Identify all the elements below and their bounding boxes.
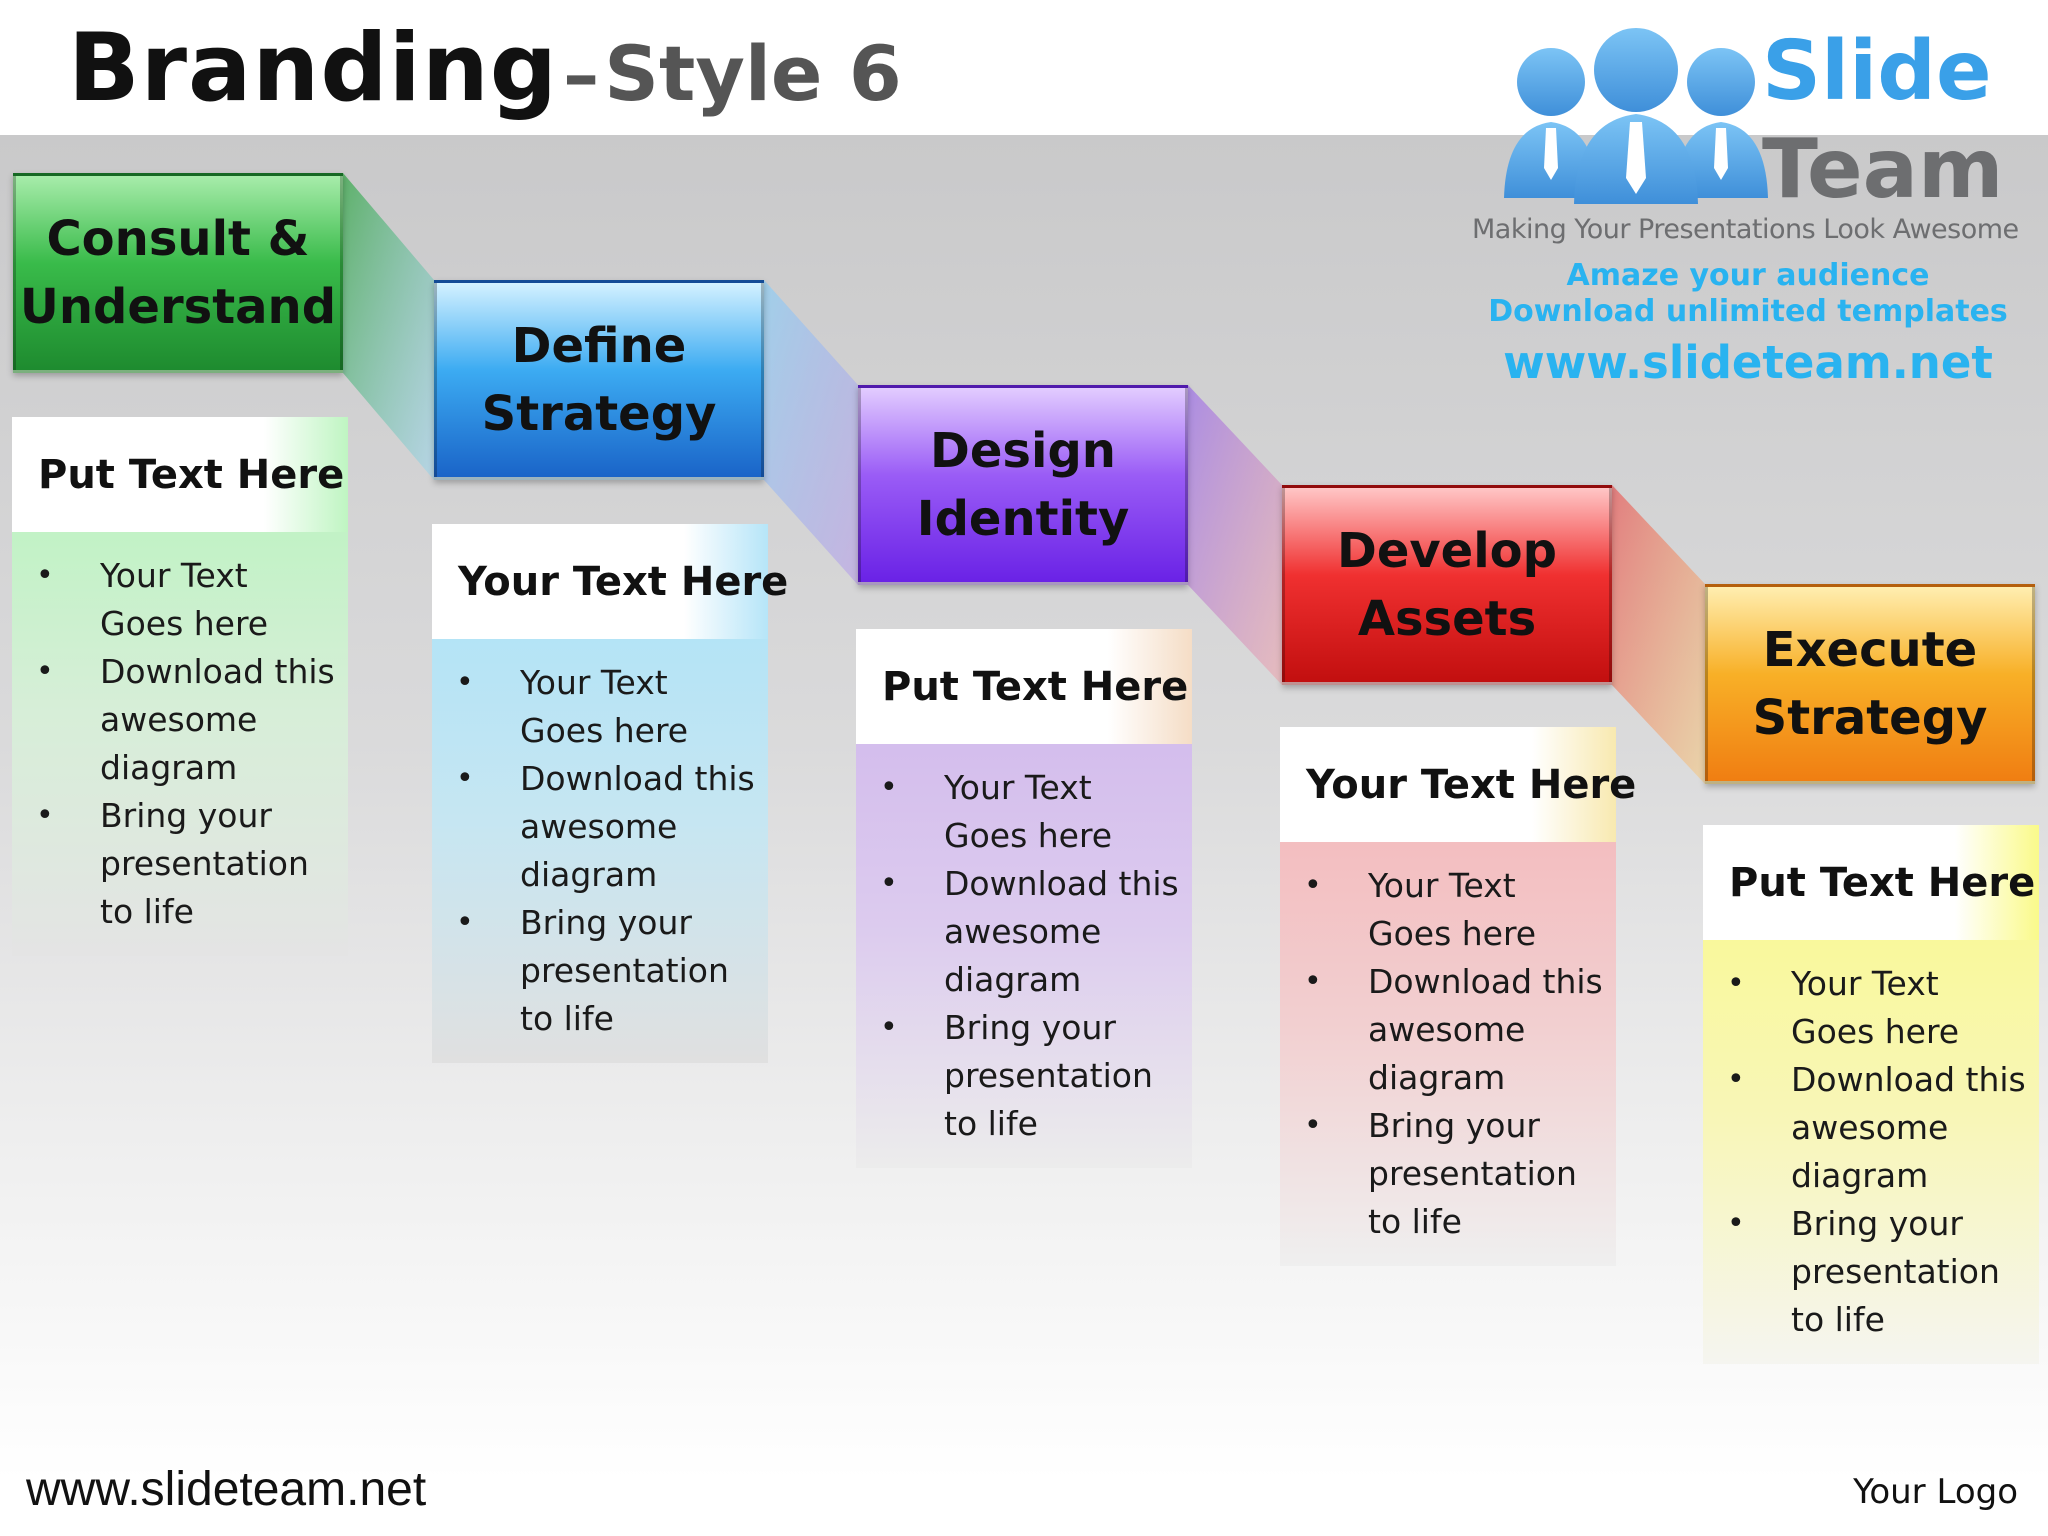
step-develop-assets: Develop Assets [1282, 485, 1612, 685]
connector-3-4 [1188, 385, 1282, 685]
connector-1-2 [343, 173, 434, 480]
list-item: Download this awesome diagram [1703, 1056, 2029, 1200]
list-item: Your Text Goes here [432, 659, 758, 755]
list-item: Bring your presentation to life [856, 1004, 1182, 1148]
logo-promo-1: Amaze your audience [1566, 258, 1930, 293]
logo-promo-2: Download unlimited templates [1488, 294, 2008, 329]
step-execute-strategy: Execute Strategy [1705, 584, 2035, 784]
page-title: Branding – Style 6 [68, 14, 902, 123]
step-define-strategy: Define Strategy [434, 280, 764, 480]
list-item: Bring your presentation to life [1280, 1102, 1606, 1246]
step-consult-understand: Consult & Understand [13, 173, 343, 373]
card-heading: Your Text Here [1280, 727, 1636, 842]
logo-word-team: Team [1762, 122, 2004, 217]
logo-word-slide: Slide [1762, 24, 1992, 119]
title-separator: – [563, 33, 600, 117]
card-step-2: Your Text Here Your Text Goes here Downl… [432, 524, 788, 1063]
title-main: Branding [68, 14, 559, 123]
list-item: Bring your presentation to life [432, 899, 758, 1043]
list-item: Your Text Goes here [1703, 960, 2029, 1056]
connector-4-5 [1612, 485, 1705, 784]
slideteam-logo: Slide Team Making Your Presentations Loo… [1466, 18, 2019, 389]
list-item: Your Text Goes here [12, 552, 338, 648]
card-heading: Your Text Here [432, 524, 788, 639]
list-item: Your Text Goes here [1280, 862, 1606, 958]
connector-2-3 [764, 280, 858, 585]
list-item: Download this awesome diagram [432, 755, 758, 899]
bullet-list: Your Text Goes here Download this awesom… [1280, 842, 1616, 1266]
card-heading: Put Text Here [1703, 825, 2039, 940]
bullet-list: Your Text Goes here Download this awesom… [856, 744, 1192, 1168]
logo-promo-url: www.slideteam.net [1503, 336, 1993, 389]
list-item: Download this awesome diagram [856, 860, 1182, 1004]
bullet-list: Your Text Goes here Download this awesom… [12, 532, 348, 956]
footer-logo-placeholder: Your Logo [1853, 1472, 2018, 1512]
card-step-3: Put Text Here Your Text Goes here Downlo… [856, 629, 1192, 1168]
card-step-4: Your Text Here Your Text Goes here Downl… [1280, 727, 1636, 1266]
people-icon [1504, 28, 1768, 204]
list-item: Download this awesome diagram [1280, 958, 1606, 1102]
footer-url: www.slideteam.net [26, 1463, 427, 1516]
bullet-list: Your Text Goes here Download this awesom… [1703, 940, 2039, 1364]
list-item: Your Text Goes here [856, 764, 1182, 860]
bullet-list: Your Text Goes here Download this awesom… [432, 639, 768, 1063]
card-step-1: Put Text Here Your Text Goes here Downlo… [12, 417, 348, 956]
list-item: Bring your presentation to life [12, 792, 338, 936]
title-sub: Style 6 [604, 29, 902, 118]
list-item: Download this awesome diagram [12, 648, 338, 792]
card-heading: Put Text Here [12, 417, 348, 532]
step-design-identity: Design Identity [858, 385, 1188, 585]
card-step-5: Put Text Here Your Text Goes here Downlo… [1703, 825, 2039, 1364]
list-item: Bring your presentation to life [1703, 1200, 2029, 1344]
logo-tagline: Making Your Presentations Look Awesome [1472, 214, 2019, 245]
card-heading: Put Text Here [856, 629, 1192, 744]
